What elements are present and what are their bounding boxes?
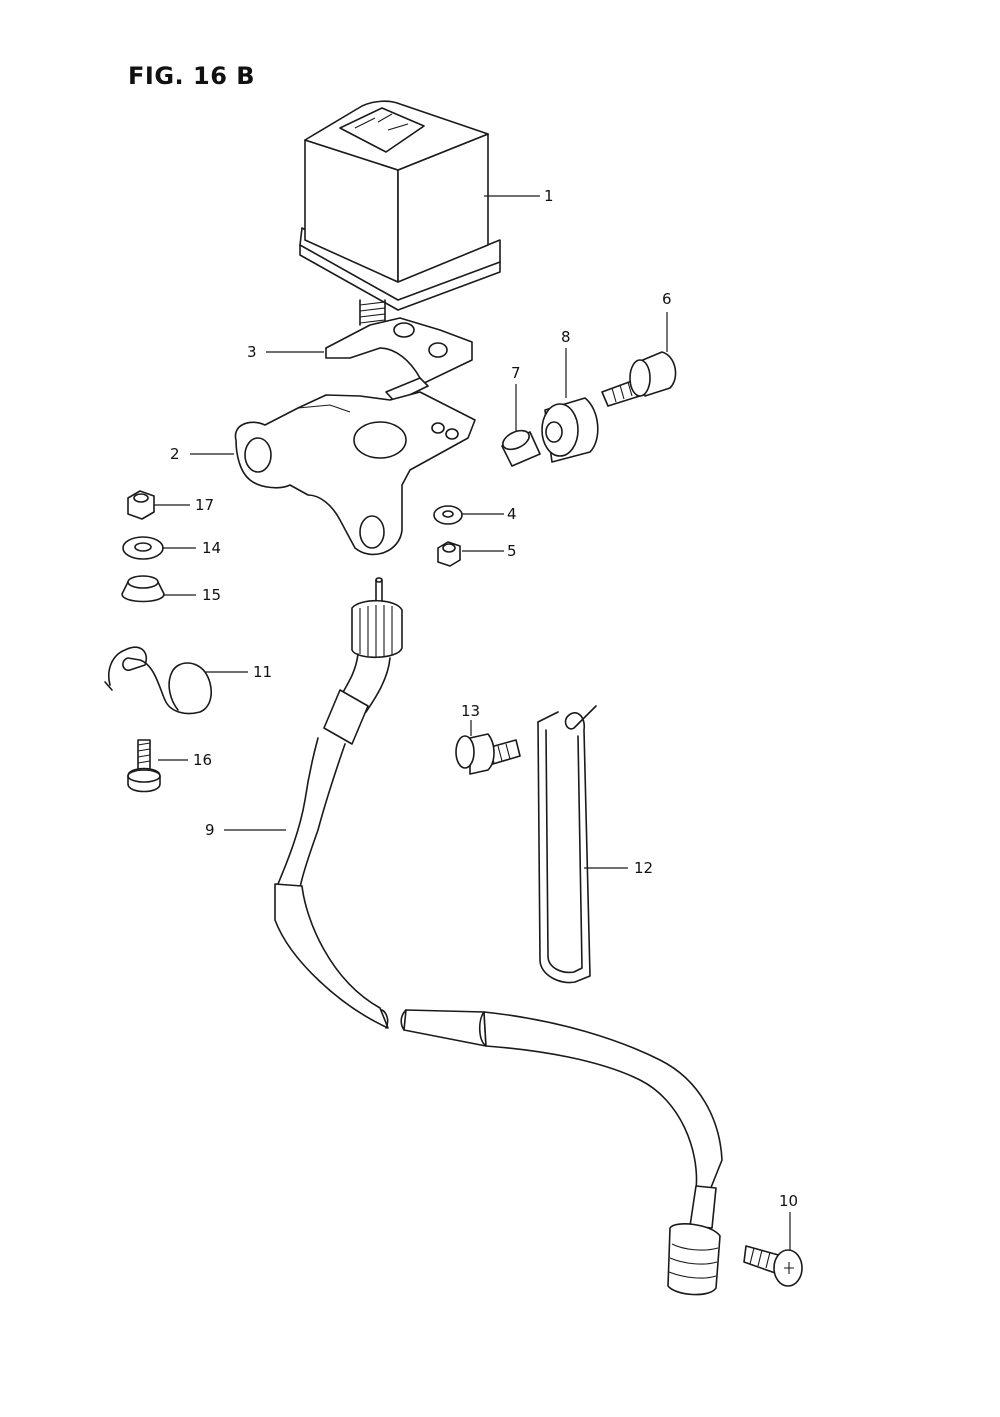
part-14-washer <box>122 536 164 560</box>
callout-4: 4 <box>507 505 517 523</box>
callout-13: 13 <box>461 702 480 720</box>
part-2-bracket <box>234 391 476 556</box>
callout-10: 10 <box>779 1192 798 1210</box>
callout-15: 15 <box>202 586 221 604</box>
figure-title: FIG. 16 B <box>128 62 256 90</box>
part-10-screw <box>743 1245 803 1287</box>
part-11-spring-clip <box>104 646 212 715</box>
part-8-grommet <box>541 397 599 463</box>
part-13-bolt <box>455 733 521 775</box>
callout-2: 2 <box>170 445 180 463</box>
callout-labels: 1 2 3 4 5 6 7 8 9 10 11 12 13 14 15 16 1… <box>170 187 798 1210</box>
part-12-wire-band <box>537 705 597 984</box>
part-15-bushing <box>121 575 165 603</box>
callout-1: 1 <box>544 187 554 205</box>
part-9-cable <box>274 577 723 1296</box>
part-3-terminal-plate <box>325 317 473 403</box>
part-6-flange-bolt <box>601 351 677 407</box>
callout-12: 12 <box>634 859 653 877</box>
callout-11: 11 <box>253 663 272 681</box>
part-4-washer <box>433 505 463 525</box>
callout-16: 16 <box>193 751 212 769</box>
callout-7: 7 <box>511 364 521 382</box>
callout-5: 5 <box>507 542 517 560</box>
part-17-nut <box>127 490 155 520</box>
callout-17: 17 <box>195 496 214 514</box>
callout-6: 6 <box>662 290 672 308</box>
callout-3: 3 <box>247 343 257 361</box>
part-5-nut <box>437 541 461 567</box>
part-1-housing <box>299 100 501 331</box>
callout-9: 9 <box>205 821 215 839</box>
part-16-screw <box>127 739 161 793</box>
callout-8: 8 <box>561 328 571 346</box>
part-7-collar <box>501 429 541 467</box>
leader-lines <box>154 195 791 1250</box>
callout-14: 14 <box>202 539 221 557</box>
